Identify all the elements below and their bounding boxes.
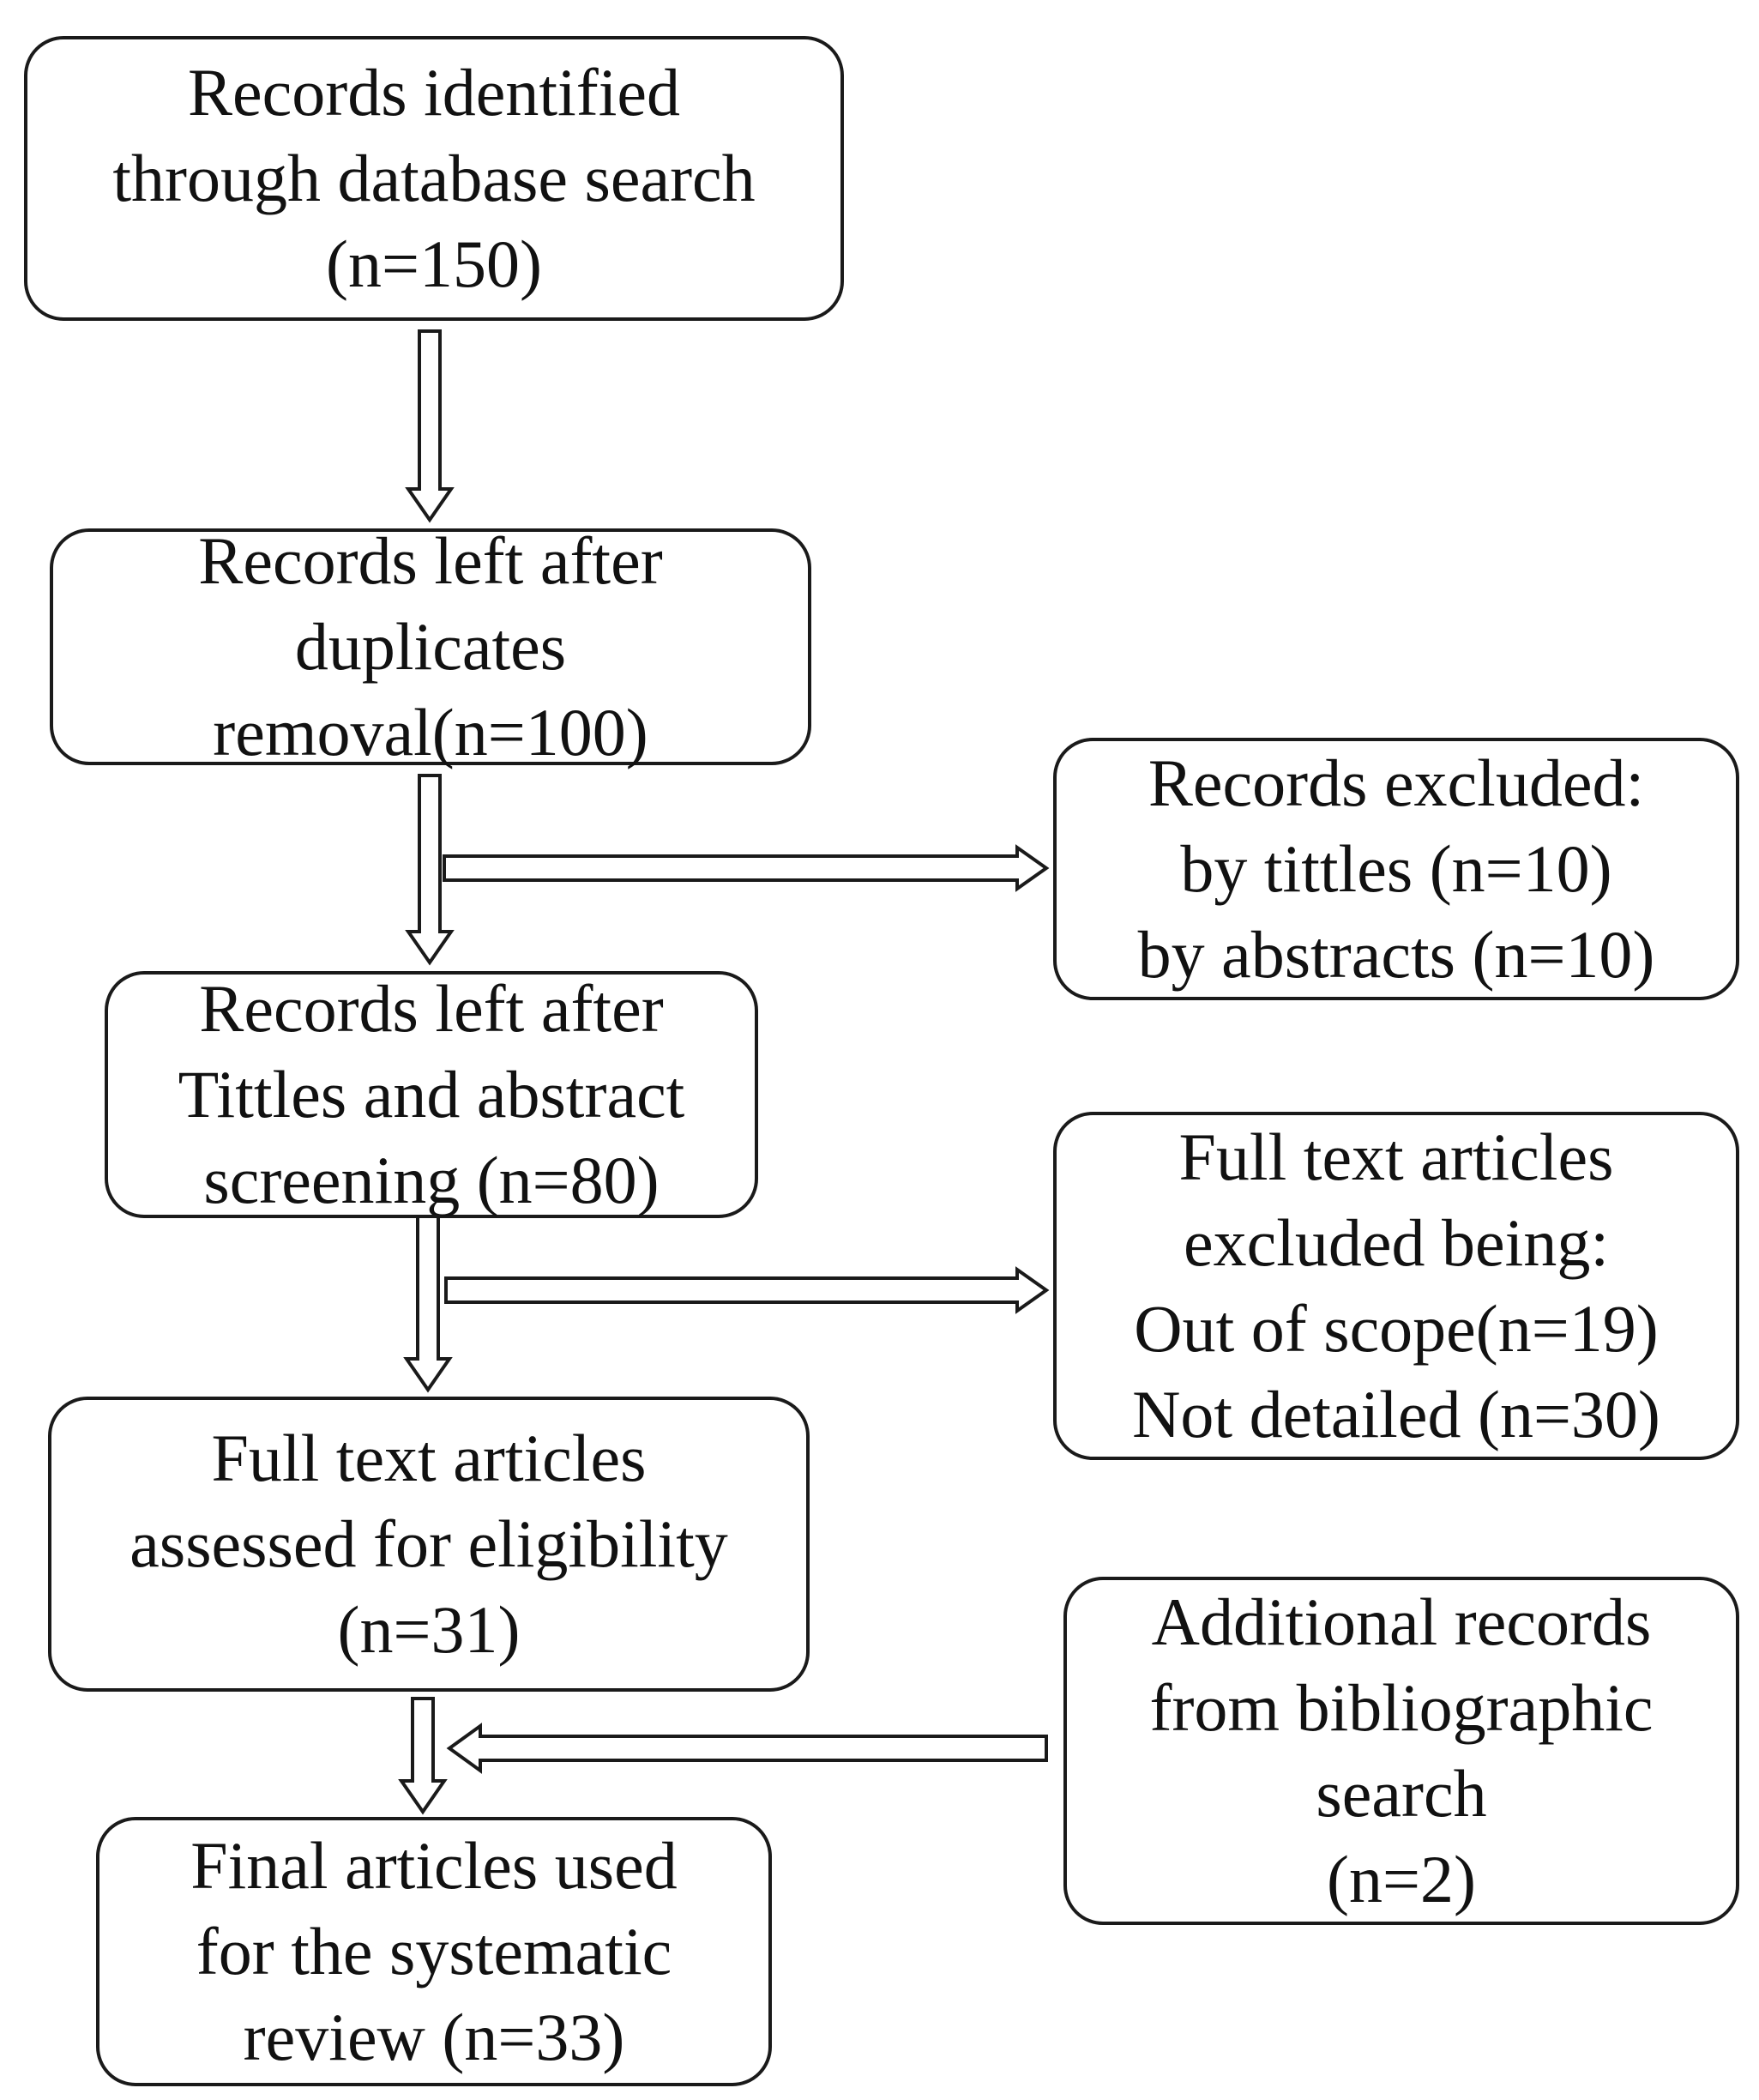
left-arrow [446, 1723, 1048, 1774]
right-arrow [443, 844, 1050, 892]
records-excluded-box: Records excluded: by tittles (n=10) by a… [1053, 738, 1739, 1000]
box-line: Additional records [1151, 1584, 1652, 1659]
box-line: Full text articles [1178, 1119, 1614, 1194]
box-line: from bibliographic [1149, 1670, 1654, 1745]
full-text-assessed-box: Full text articles assessed for eligibil… [48, 1397, 810, 1692]
box-line: Records excluded: [1148, 745, 1645, 820]
box-line: excluded being: [1184, 1205, 1609, 1280]
box-line: Tittles and abstract [178, 1057, 685, 1131]
box-line: search [1316, 1756, 1487, 1831]
down-arrow [403, 1215, 453, 1393]
box-line: review (n=33) [243, 2000, 625, 2074]
full-text-excluded-box: Full text articles excluded being: Out o… [1053, 1112, 1739, 1460]
records-identified-box: Records identified through database sear… [24, 36, 844, 321]
down-arrow [405, 774, 455, 966]
box-line: for the systematic [196, 1914, 672, 1988]
additional-records-box: Additional records from bibliographic se… [1063, 1577, 1739, 1925]
box-line: (n=31) [337, 1592, 521, 1667]
right-arrow [444, 1266, 1050, 1314]
final-articles-box: Final articles used for the systematic r… [96, 1817, 772, 2086]
box-line: Records left after [199, 971, 664, 1046]
box-line: Final articles used [190, 1828, 678, 1903]
box-line: through database search [112, 141, 756, 215]
box-line: (n=2) [1327, 1842, 1476, 1916]
box-line: removal(n=100) [213, 695, 648, 769]
down-arrow [398, 1697, 448, 1815]
box-line: assessed for eligibility [130, 1506, 728, 1581]
down-arrow [405, 329, 455, 523]
box-line: Records left after [198, 523, 663, 598]
box-line: by abstracts (n=10) [1137, 917, 1655, 992]
box-line: Records identified [188, 55, 680, 130]
box-line: duplicates [294, 609, 567, 684]
box-line: Full text articles [211, 1421, 647, 1495]
box-line: (n=150) [326, 226, 542, 301]
box-line: screening (n=80) [203, 1143, 660, 1217]
box-line: Not detailed (n=30) [1132, 1377, 1660, 1451]
box-line: Out of scope(n=19) [1134, 1291, 1659, 1366]
box-line: by tittles (n=10) [1180, 831, 1612, 906]
records-after-duplicates-box: Records left after duplicates removal(n=… [50, 523, 811, 769]
